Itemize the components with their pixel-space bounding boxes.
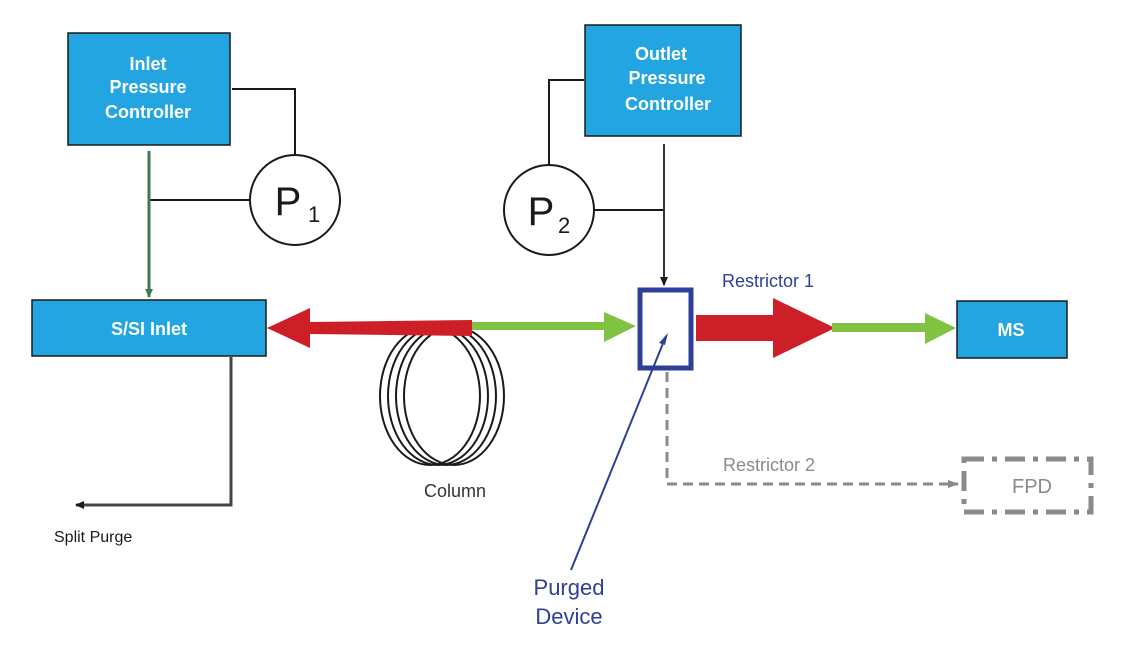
inlet-pressure-controller: Inlet Pressure Controller bbox=[67, 32, 231, 146]
outlet-controller-line-3: Controller bbox=[625, 94, 711, 114]
purged-device-pointer-head bbox=[659, 333, 668, 345]
column-coil bbox=[379, 326, 505, 466]
inlet-controller-line-2: Pressure bbox=[109, 77, 186, 97]
outlet-controller-to-p2-line bbox=[548, 79, 584, 166]
outlet-controller-line-1: Outlet bbox=[635, 44, 687, 64]
column-label: Column bbox=[424, 481, 486, 501]
ms-detector-box: MS bbox=[956, 300, 1068, 359]
outlet-controller-line-2: Pressure bbox=[628, 68, 705, 88]
restrictor-1-green-arrow bbox=[832, 313, 956, 344]
pressure-gauge-p1: P 1 bbox=[249, 154, 341, 246]
column-forward-green-arrow bbox=[472, 312, 636, 342]
restrictor-2-label: Restrictor 2 bbox=[723, 455, 815, 475]
inlet-controller-line-1: Inlet bbox=[129, 54, 166, 74]
split-purge-line bbox=[75, 357, 233, 509]
p1-subscript: 1 bbox=[308, 202, 320, 227]
purged-device-pointer bbox=[570, 335, 667, 571]
inlet-controller-to-p1-line bbox=[232, 88, 296, 157]
purged-device-box bbox=[637, 287, 694, 371]
split-purge-label: Split Purge bbox=[54, 529, 132, 546]
restrictor-1-red-arrow bbox=[696, 298, 835, 358]
inlet-controller-line-3: Controller bbox=[105, 102, 191, 122]
fpd-detector-box: FPD bbox=[961, 456, 1094, 515]
restrictor-1-label: Restrictor 1 bbox=[722, 271, 814, 291]
backflush-red-arrow bbox=[267, 308, 472, 348]
ssi-inlet-label: S/SI Inlet bbox=[111, 319, 187, 339]
p2-subscript: 2 bbox=[558, 213, 570, 238]
restrictor-2-dashed-line bbox=[665, 372, 959, 488]
ms-label: MS bbox=[998, 320, 1025, 340]
outlet-pressure-controller: Outlet Pressure Controller bbox=[584, 24, 742, 137]
purged-device-label-line-1: Purged bbox=[534, 575, 605, 600]
purged-device-label-line-2: Device bbox=[535, 604, 602, 629]
p2-letter: P bbox=[528, 190, 555, 234]
ssi-inlet-box: S/SI Inlet bbox=[31, 299, 267, 357]
p1-letter: P bbox=[275, 180, 302, 224]
fpd-label: FPD bbox=[1012, 476, 1052, 498]
pressure-gauge-p2: P 2 bbox=[503, 164, 595, 256]
